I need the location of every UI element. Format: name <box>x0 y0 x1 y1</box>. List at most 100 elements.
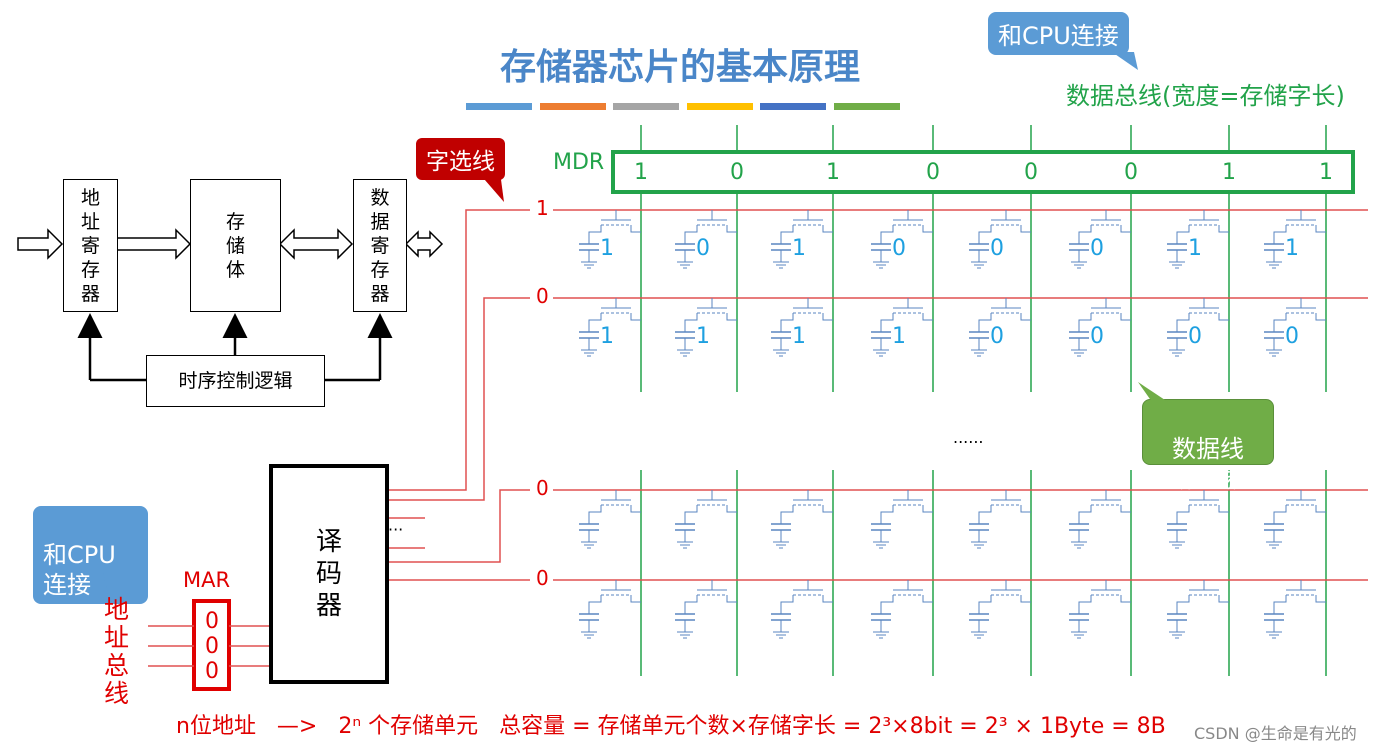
cell-source <box>1273 595 1287 614</box>
cell-value: 1 <box>696 324 710 349</box>
cell-source <box>684 313 698 332</box>
cell-source <box>1273 225 1287 244</box>
cell-drain <box>1315 505 1326 513</box>
decoder-output-lines <box>384 209 530 581</box>
cell-drain <box>726 313 737 321</box>
cell-value: 1 <box>600 324 614 349</box>
cell-drain <box>726 595 737 603</box>
hollow-arrow-in <box>17 228 64 260</box>
cell-value: 0 <box>892 236 906 261</box>
cell-drain <box>630 225 641 233</box>
cpu-left-callout-tail <box>102 568 124 594</box>
cell-drain <box>822 225 833 233</box>
cell-source <box>1273 505 1287 524</box>
decoder-box: 译码器 <box>269 464 389 684</box>
page-title: 存储器芯片的基本原理 <box>499 47 860 88</box>
cell-drain <box>1020 225 1031 233</box>
cell-source <box>880 313 894 332</box>
mdr-bit: 1 <box>826 160 840 185</box>
cell-source <box>978 505 992 524</box>
cell-source <box>1078 225 1092 244</box>
cell-value: 1 <box>792 324 806 349</box>
cell-source <box>1078 595 1092 614</box>
cell-drain <box>922 505 933 513</box>
cell-drain <box>822 595 833 603</box>
cell-source <box>1176 225 1190 244</box>
color-strip-segment <box>466 103 532 110</box>
mdr-bit: 1 <box>1319 160 1333 185</box>
color-strip-segment <box>686 103 753 110</box>
hollow-double-arrow-mem-data <box>278 228 354 260</box>
data-line-callout: 数据线 （位线） <box>1142 399 1274 493</box>
cell-source <box>978 313 992 332</box>
cell-source <box>588 505 602 524</box>
memory-body-label: 存储体 <box>225 210 245 281</box>
cell-value: 0 <box>1285 324 1299 349</box>
cell-source <box>1078 505 1092 524</box>
mdr-bit: 0 <box>1124 160 1138 185</box>
cell-drain <box>1218 225 1229 233</box>
cell-drain <box>1315 225 1326 233</box>
cpu-top-callout: 和CPU连接 <box>988 12 1129 55</box>
mdr-label: MDR <box>553 150 605 175</box>
row-dots: ...... <box>953 428 984 447</box>
bottom-formula: n位地址 —> 2ⁿ 个存储单元 总容量 = 存储单元个数×存储字长 = 2³×… <box>176 714 1166 739</box>
cpu-top-callout-tail <box>1112 52 1138 70</box>
cell-source <box>880 595 894 614</box>
word-line-value: 0 <box>536 284 549 308</box>
cell-drain <box>1120 313 1131 321</box>
data-register-box: 数据寄存器 <box>353 179 407 312</box>
memory-body-box: 存储体 <box>190 179 281 312</box>
cell-value: 1 <box>600 236 614 261</box>
cpu-left-callout: 和CPU 连接 <box>33 506 148 604</box>
mar-bit: 0 <box>205 634 219 659</box>
mdr-bit: 1 <box>634 160 648 185</box>
color-strip-segment <box>539 103 606 110</box>
cell-drain <box>1020 505 1031 513</box>
cell-drain <box>1315 595 1326 603</box>
cell-source <box>684 595 698 614</box>
cell-drain <box>1218 313 1229 321</box>
address-bus-label: 地址总线 <box>104 595 130 708</box>
cell-drain <box>726 225 737 233</box>
cell-drain <box>922 313 933 321</box>
decoder-dots: ··· <box>388 520 404 539</box>
mar-box <box>192 599 231 691</box>
cell-source <box>684 505 698 524</box>
mdr-bit: 0 <box>730 160 744 185</box>
cell-drain <box>630 505 641 513</box>
cell-source <box>1176 595 1190 614</box>
color-strip-segment <box>613 103 679 110</box>
data-register-label: 数据寄存器 <box>370 186 390 305</box>
cell-drain <box>922 595 933 603</box>
address-register-box: 地址寄存器 <box>63 179 118 312</box>
cell-drain <box>630 595 641 603</box>
cell-value: 0 <box>1090 324 1104 349</box>
cell-value: 0 <box>990 236 1004 261</box>
cell-drain <box>1120 225 1131 233</box>
mdr-box <box>611 150 1355 194</box>
cell-source <box>588 313 602 332</box>
cell-value: 0 <box>990 324 1004 349</box>
word-line-value: 1 <box>536 196 549 220</box>
cell-source <box>1078 313 1092 332</box>
cell-source <box>1273 313 1287 332</box>
timing-logic-label: 时序控制逻辑 <box>178 370 293 392</box>
timing-wires <box>77 313 393 382</box>
cell-drain <box>1120 505 1131 513</box>
mdr-bit: 0 <box>1024 160 1038 185</box>
color-strip-segment <box>760 103 826 110</box>
mar-label: MAR <box>183 568 231 592</box>
cell-source <box>588 595 602 614</box>
hollow-double-arrow-data-out <box>404 230 444 258</box>
cpu-left-callout-text: 和CPU 连接 <box>43 541 116 599</box>
data-line-callout-text: 数据线 （位线） <box>1160 435 1256 493</box>
mar-bit: 0 <box>205 659 219 684</box>
cell-source <box>780 313 794 332</box>
cell-drain <box>726 505 737 513</box>
cell-drain <box>822 313 833 321</box>
word-select-callout-text: 字选线 <box>426 149 495 175</box>
cell-value: 0 <box>696 236 710 261</box>
cell-value: 1 <box>892 324 906 349</box>
